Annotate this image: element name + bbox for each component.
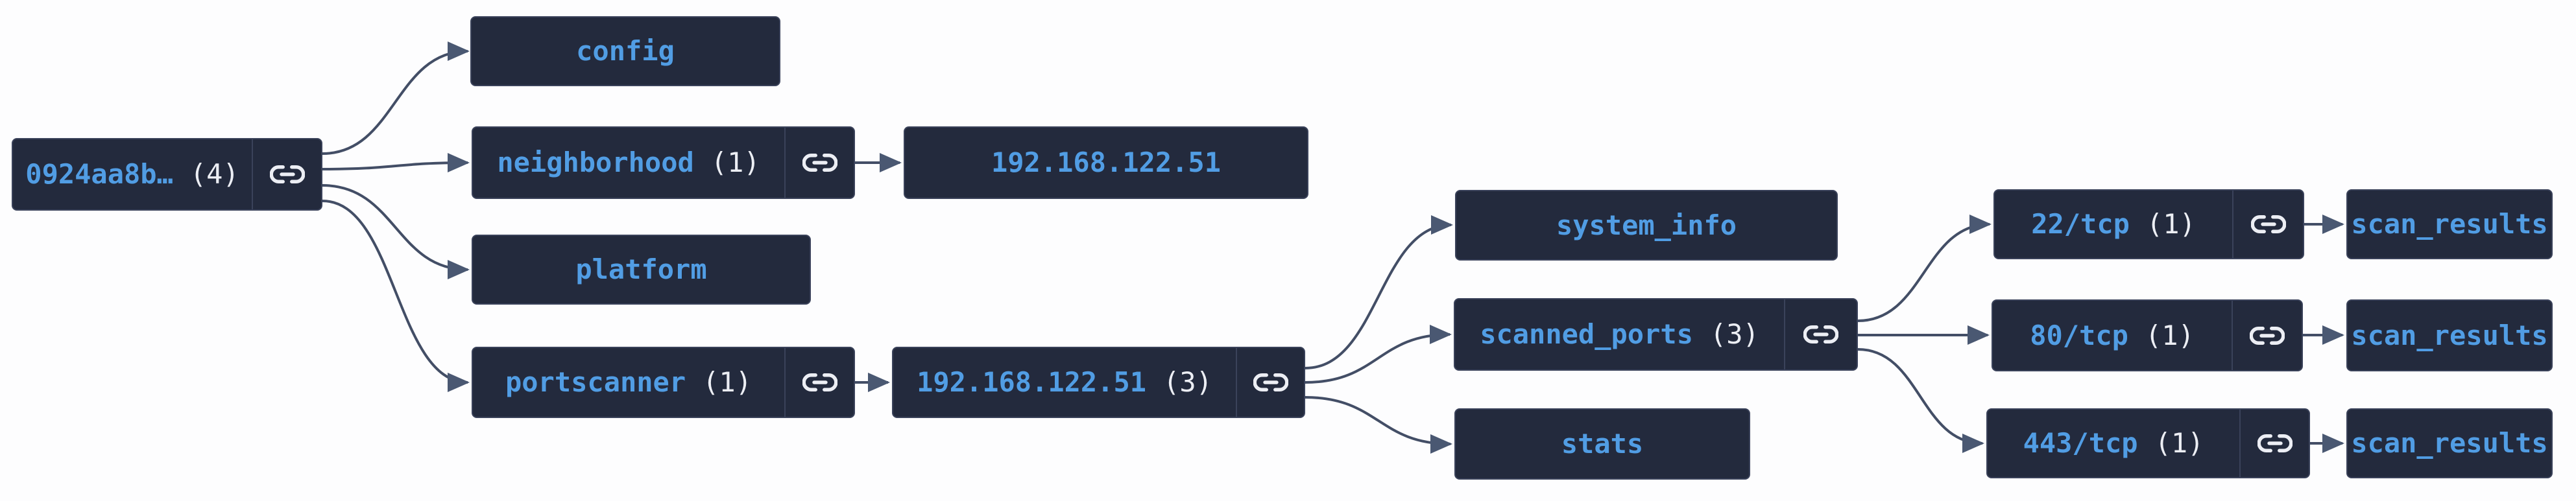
link-icon [1803,325,1838,344]
node-label: system_info [1556,209,1737,241]
node-label: stats [1561,428,1644,460]
edge-ip-stats [1305,396,1452,454]
node-config[interactable]: config [470,16,780,86]
node-label: 192.168.122.51 [991,146,1221,178]
node-label: scan_results [2351,319,2548,351]
node-scanned-ports-text: scanned_ports (3) [1455,299,1784,369]
link-icon [269,165,305,183]
edge-scanned-ports-22 [1857,215,1992,322]
expand-collapse-button[interactable] [784,348,854,417]
node-scan-results-443[interactable]: scan_results [2346,408,2553,478]
node-root-text: 0924aa8b… (4) [13,139,252,209]
node-scan-results-80[interactable]: scan_results [2346,299,2553,371]
link-icon [1253,373,1288,391]
node-child-count: (3) [1709,318,1759,350]
expand-collapse-button[interactable] [1236,348,1304,417]
node-child-count: (1) [2154,427,2204,459]
node-system-info[interactable]: system_info [1455,190,1838,261]
node-ip-scanned-text: 192.168.122.51 (3) [893,348,1236,417]
node-port-80-text: 80/tcp (1) [1993,301,2232,370]
edge-ip-scanned-ports [1305,325,1452,384]
node-stats[interactable]: stats [1454,408,1750,480]
node-child-count: (1) [710,146,760,178]
node-ip-scanned[interactable]: 192.168.122.51 (3) [892,347,1305,418]
node-neighborhood[interactable]: neighborhood (1) [472,126,855,199]
node-label: scan_results [2351,427,2548,459]
link-icon [802,373,837,391]
expand-collapse-button[interactable] [784,128,854,198]
edge-root-platform [322,184,470,279]
expand-collapse-button[interactable] [2239,410,2309,477]
link-icon [802,154,837,172]
link-icon [2250,326,2285,345]
node-scanned-ports[interactable]: scanned_ports (3) [1454,298,1858,371]
node-port-22[interactable]: 22/tcp (1) [1993,189,2304,259]
edge-ip-system-info [1305,215,1453,369]
node-label: 192.168.122.51 [917,366,1147,398]
node-label: config [576,35,675,67]
link-icon [2250,215,2286,233]
node-child-count: (1) [703,366,752,398]
node-portscanner-text: portscanner (1) [473,348,784,417]
node-port-80[interactable]: 80/tcp (1) [1992,299,2303,371]
edge-root-config [322,41,470,155]
node-child-count: (3) [1163,366,1212,398]
expand-collapse-button[interactable] [252,139,321,209]
node-port-22-text: 22/tcp (1) [1995,191,2232,258]
node-label: neighborhood [497,146,694,178]
node-portscanner[interactable]: portscanner (1) [472,347,855,418]
node-label: 0924aa8b… [25,158,173,190]
node-port-443-text: 443/tcp (1) [1988,410,2239,477]
node-label: portscanner [505,366,686,398]
node-platform[interactable]: platform [472,235,811,305]
node-neighborhood-text: neighborhood (1) [473,128,784,198]
node-label: scanned_ports [1480,318,1693,350]
node-child-count: (4) [189,158,239,190]
link-icon [2257,434,2293,452]
edge-root-neighborhood [322,153,470,173]
expand-collapse-button[interactable] [2232,301,2302,370]
expand-collapse-button[interactable] [1784,299,1857,369]
expand-collapse-button[interactable] [2232,191,2303,258]
node-label: platform [575,253,707,285]
node-child-count: (1) [2146,208,2196,240]
node-scan-results-22[interactable]: scan_results [2346,189,2553,259]
node-label: 80/tcp [2030,319,2128,351]
node-label: 443/tcp [2023,427,2138,459]
edge-scanned-ports-443 [1857,348,1984,453]
node-child-count: (1) [2145,319,2195,351]
node-label: 22/tcp [2031,208,2130,240]
node-label: scan_results [2351,208,2548,240]
node-ip-neighbor[interactable]: 192.168.122.51 [904,126,1308,199]
edge-root-portscanner [322,200,470,392]
node-root[interactable]: 0924aa8b… (4) [12,138,322,211]
node-port-443[interactable]: 443/tcp (1) [1986,408,2310,478]
